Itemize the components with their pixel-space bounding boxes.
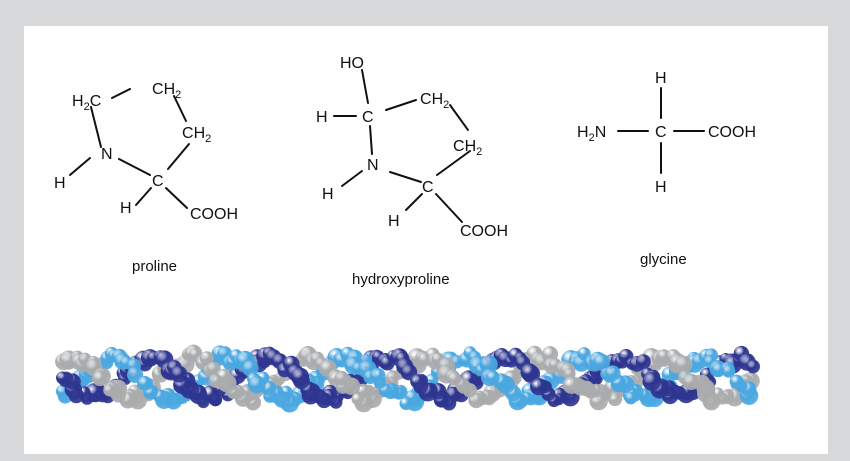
hydroxyproline-c-alpha-label: C (422, 179, 434, 196)
proline-h-n-label: H (54, 175, 66, 192)
atom-sphere (624, 392, 637, 405)
bond (436, 150, 471, 176)
hydroxyproline-h-n-label: H (322, 186, 334, 203)
bond (167, 143, 190, 170)
atom-sphere (722, 364, 736, 378)
bond (135, 187, 152, 206)
hydroxyproline-h-c-label: H (388, 213, 400, 230)
bond (449, 104, 469, 131)
atom-sphere (103, 384, 116, 397)
bond (118, 158, 151, 176)
atom-sphere (520, 363, 539, 382)
atom-sphere (399, 396, 413, 411)
proline-ch2-right-label: CH2 (182, 125, 211, 145)
glycine-cooh-label: COOH (708, 124, 756, 141)
atom-sphere (592, 353, 611, 371)
bond (435, 193, 463, 223)
bond (385, 99, 417, 111)
atom-sphere (351, 392, 365, 406)
atom-sphere (410, 374, 425, 389)
atom-sphere (642, 372, 662, 391)
bond (173, 95, 187, 122)
hydroxyproline-structure: HO H C CH2 CH2 N H C H COOH hydroxyproli… (316, 55, 508, 288)
proline-cooh-label: COOH (190, 206, 238, 223)
bond (69, 157, 91, 176)
atom-sphere (746, 359, 760, 374)
glycine-caption: glycine (640, 251, 687, 268)
proline-structure: H2C CH2 CH2 N H C H COOH proline (54, 81, 238, 275)
bond (405, 193, 423, 211)
hydroxyproline-h-left-label: H (316, 109, 328, 126)
atom-sphere (604, 365, 621, 382)
bond (111, 88, 131, 99)
proline-h2c-label: H2C (72, 93, 101, 113)
glycine-h2n-label: H2N (577, 124, 606, 144)
atom-sphere (334, 371, 350, 386)
hydroxyproline-ho-label: HO (340, 55, 364, 72)
hydroxyproline-n-label: N (367, 157, 379, 174)
atom-sphere (562, 376, 581, 394)
proline-h-c-label: H (120, 200, 132, 217)
proline-ch2-top-label: CH2 (152, 81, 181, 101)
glycine-h-top-label: H (655, 70, 667, 87)
collagen-triple-helix-image (55, 344, 760, 413)
atom-sphere (208, 373, 223, 388)
hydroxyproline-ch2-top-label: CH2 (420, 91, 449, 111)
hydroxyproline-ch2-right-label: CH2 (453, 138, 482, 158)
atom-sphere (248, 375, 266, 394)
atom-sphere (674, 355, 693, 374)
proline-caption: proline (132, 258, 177, 275)
atom-sphere (729, 374, 744, 389)
atom-sphere (199, 351, 214, 366)
bond (341, 170, 363, 187)
atom-sphere (290, 367, 310, 386)
diagram-canvas: H2C CH2 CH2 N H C H COOH proline HO H C … (54, 55, 760, 413)
atom-sphere (635, 354, 651, 370)
atom-sphere (530, 378, 548, 396)
figure-panel: H2C CH2 CH2 N H C H COOH proline HO H C … (24, 26, 828, 454)
hydroxyproline-caption: hydroxyproline (352, 271, 450, 288)
atom-sphere (447, 371, 462, 386)
bond (361, 69, 369, 104)
proline-c-alpha-label: C (152, 173, 164, 190)
hydroxyproline-c-top-label: C (362, 109, 374, 126)
atom-sphere (486, 370, 500, 385)
glycine-structure: H H2N C COOH H glycine (577, 70, 756, 268)
atom-sphere (206, 361, 221, 376)
bond (389, 171, 422, 183)
bond (369, 125, 373, 155)
atom-sphere (479, 355, 498, 374)
atom-sphere (170, 365, 188, 383)
atom-sphere (137, 375, 152, 391)
atom-sphere (369, 367, 386, 384)
proline-n-label: N (101, 146, 113, 163)
bond (165, 187, 188, 209)
glycine-c-label: C (655, 124, 667, 141)
bond (90, 106, 102, 148)
glycine-h-bottom-label: H (655, 179, 667, 196)
atom-sphere (56, 371, 69, 385)
atom-sphere (682, 373, 700, 390)
hydroxyproline-cooh-label: COOH (460, 223, 508, 240)
atom-sphere (92, 370, 108, 387)
